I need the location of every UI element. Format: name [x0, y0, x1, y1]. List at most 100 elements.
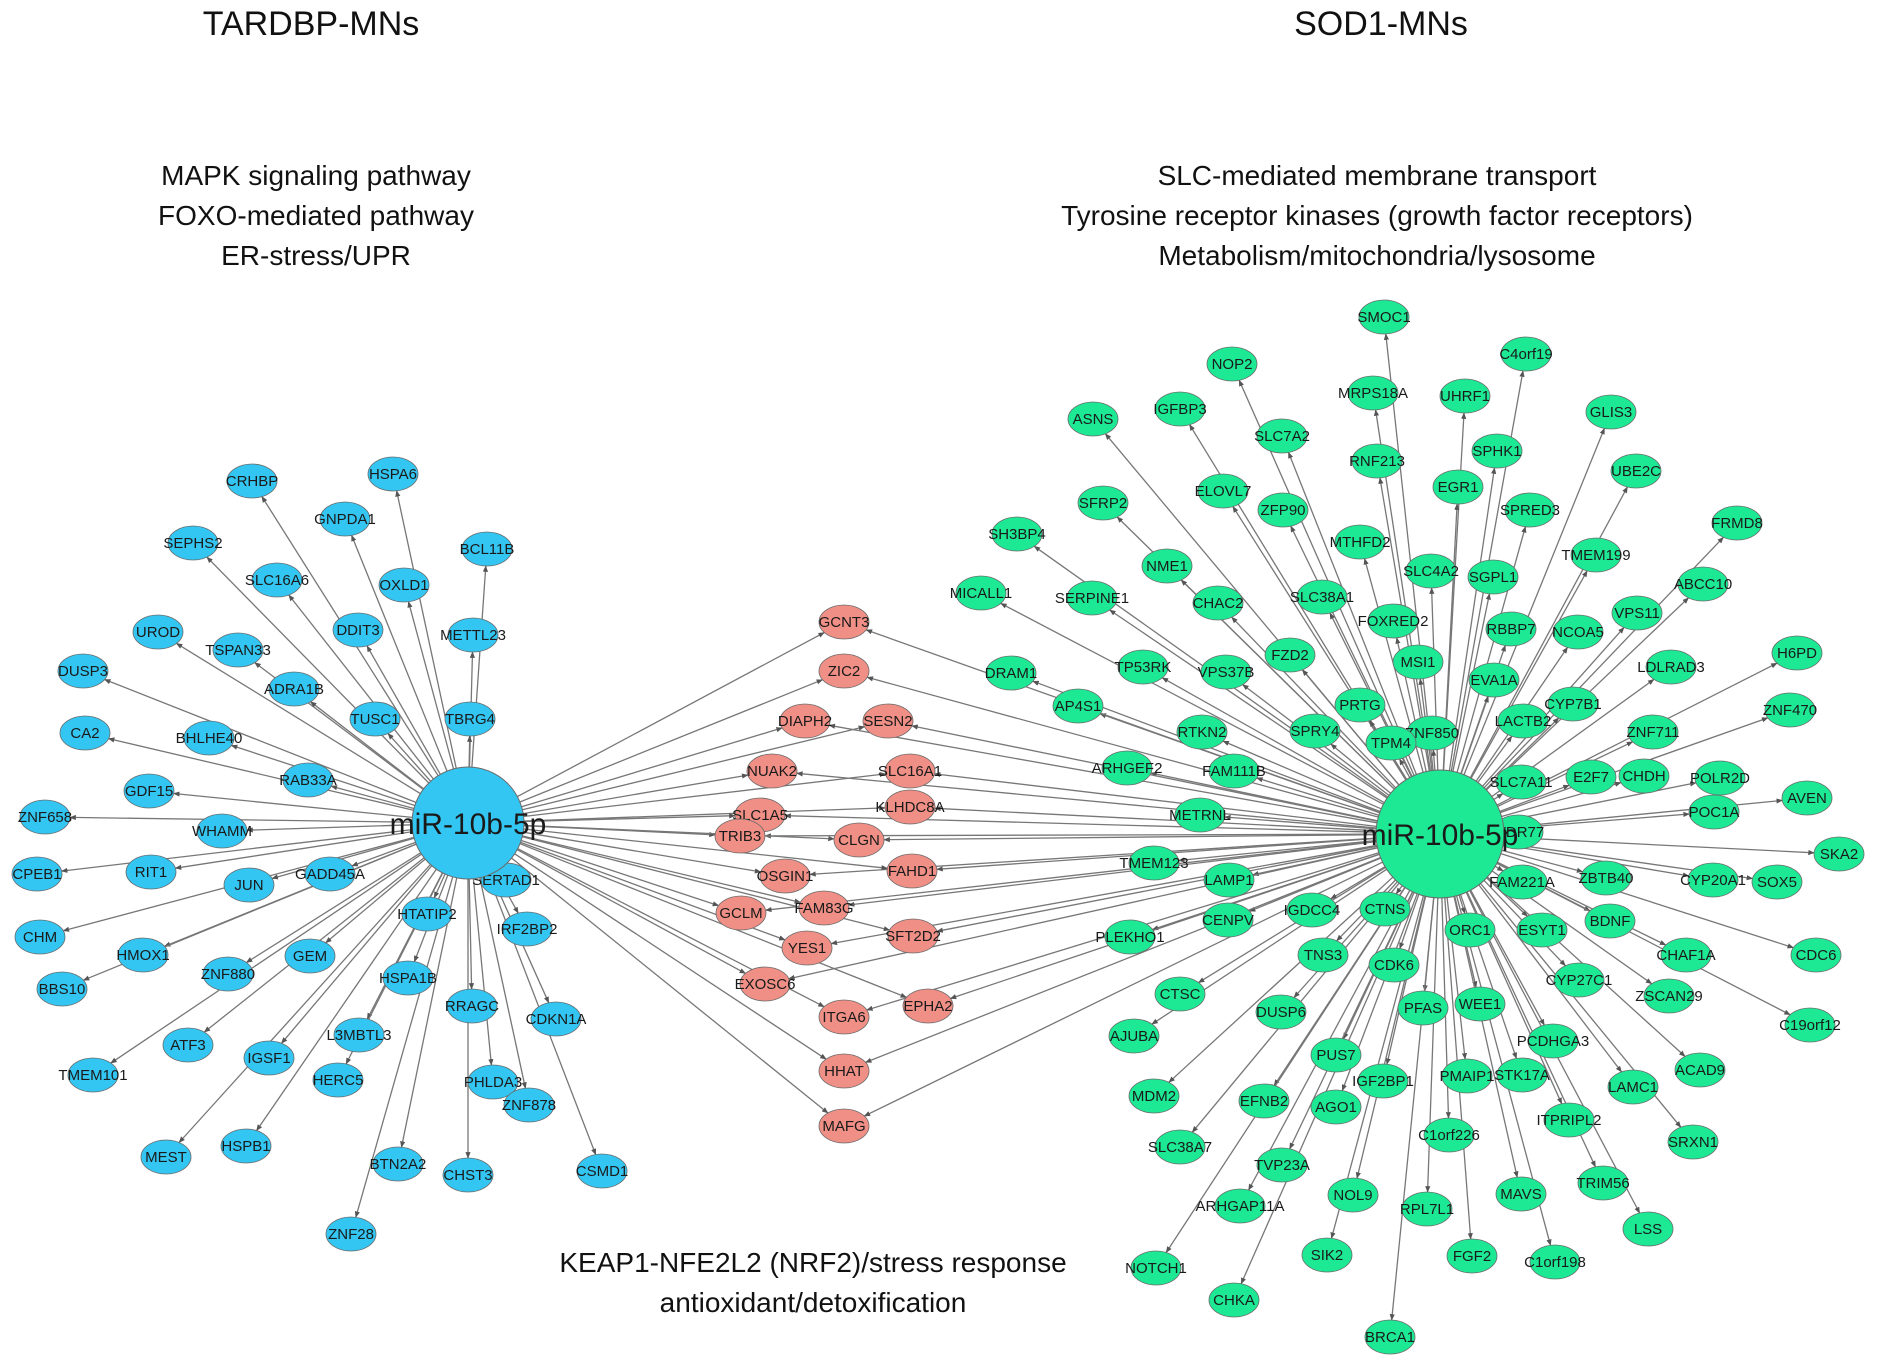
- gene-node-pus7[interactable]: PUS7: [1311, 1038, 1361, 1072]
- gene-node-abcc10[interactable]: ABCC10: [1674, 567, 1732, 601]
- gene-node-rtkn2[interactable]: RTKN2: [1177, 715, 1227, 749]
- gene-node-c4orf19[interactable]: C4orf19: [1499, 337, 1552, 371]
- gene-node-bdnf[interactable]: BDNF: [1585, 904, 1635, 938]
- gene-node-arhgap11a[interactable]: ARHGAP11A: [1196, 1189, 1285, 1223]
- gene-node-ca2[interactable]: CA2: [60, 716, 110, 750]
- gene-node-lss[interactable]: LSS: [1623, 1212, 1673, 1246]
- hub-node-left[interactable]: miR-10b-5p: [390, 767, 547, 879]
- gene-node-atf3[interactable]: ATF3: [163, 1028, 213, 1062]
- gene-node-znf470[interactable]: ZNF470: [1763, 693, 1817, 727]
- gene-node-poc1a[interactable]: POC1A: [1689, 795, 1740, 829]
- gene-node-rit1[interactable]: RIT1: [126, 855, 176, 889]
- gene-node-csmd1[interactable]: CSMD1: [576, 1154, 629, 1188]
- gene-node-sft2d2[interactable]: SFT2D2: [885, 919, 941, 953]
- gene-node-ap4s1[interactable]: AP4S1: [1053, 689, 1103, 723]
- gene-node-chm[interactable]: CHM: [15, 920, 65, 954]
- gene-node-fam83g[interactable]: FAM83G: [794, 891, 853, 925]
- gene-node-fam221a[interactable]: FAM221A: [1489, 865, 1555, 899]
- gene-node-l3mbtl3[interactable]: L3MBTL3: [326, 1018, 391, 1052]
- gene-node-chdh[interactable]: CHDH: [1619, 759, 1669, 793]
- gene-node-orc1[interactable]: ORC1: [1445, 913, 1495, 947]
- gene-node-vps37b[interactable]: VPS37B: [1198, 655, 1255, 689]
- gene-node-hhat[interactable]: HHAT: [819, 1054, 869, 1088]
- gene-node-gem[interactable]: GEM: [285, 939, 335, 973]
- gene-node-tpm4[interactable]: TPM4: [1366, 726, 1416, 760]
- gene-node-slc7a11[interactable]: SLC7A11: [1489, 765, 1552, 799]
- gene-node-fzd2[interactable]: FZD2: [1265, 638, 1315, 672]
- gene-node-c1orf198[interactable]: C1orf198: [1524, 1245, 1586, 1279]
- gene-node-slc38a1[interactable]: SLC38A1: [1290, 580, 1354, 614]
- gene-node-htatip2[interactable]: HTATIP2: [397, 897, 456, 931]
- gene-node-mdm2[interactable]: MDM2: [1129, 1079, 1179, 1113]
- gene-node-herc5[interactable]: HERC5: [313, 1063, 364, 1097]
- gene-node-sgpl1[interactable]: SGPL1: [1468, 560, 1518, 594]
- gene-node-sephs2[interactable]: SEPHS2: [163, 526, 222, 560]
- gene-node-tp53rk[interactable]: TP53RK: [1115, 650, 1172, 684]
- gene-node-e2f7[interactable]: E2F7: [1566, 760, 1616, 794]
- gene-node-polr2d[interactable]: POLR2D: [1690, 761, 1750, 795]
- gene-node-irf2bp2[interactable]: IRF2BP2: [497, 912, 558, 946]
- gene-node-gclm[interactable]: GCLM: [716, 896, 766, 930]
- gene-node-msi1[interactable]: MSI1: [1393, 645, 1443, 679]
- gene-node-nol9[interactable]: NOL9: [1328, 1178, 1378, 1212]
- gene-node-bbs10[interactable]: BBS10: [37, 972, 87, 1006]
- gene-node-clgn[interactable]: CLGN: [834, 823, 884, 857]
- gene-node-sik2[interactable]: SIK2: [1302, 1238, 1352, 1272]
- gene-node-znf658[interactable]: ZNF658: [18, 800, 72, 834]
- gene-node-prtg[interactable]: PRTG: [1335, 688, 1385, 722]
- gene-node-bhlhe40[interactable]: BHLHE40: [176, 721, 243, 755]
- gene-node-mafg[interactable]: MAFG: [819, 1109, 869, 1143]
- gene-node-mthfd2[interactable]: MTHFD2: [1330, 525, 1391, 559]
- gene-node-h6pd[interactable]: H6PD: [1772, 636, 1822, 670]
- gene-node-rnf213[interactable]: RNF213: [1349, 444, 1405, 478]
- gene-node-urod[interactable]: UROD: [133, 615, 183, 649]
- gene-node-glis3[interactable]: GLIS3: [1586, 395, 1636, 429]
- gene-node-acad9[interactable]: ACAD9: [1675, 1053, 1725, 1087]
- gene-node-lamc1[interactable]: LAMC1: [1608, 1070, 1658, 1104]
- gene-node-mavs[interactable]: MAVS: [1496, 1177, 1546, 1211]
- gene-node-tmem101[interactable]: TMEM101: [58, 1058, 127, 1092]
- gene-node-slc4a2[interactable]: SLC4A2: [1403, 554, 1459, 588]
- gene-node-asns[interactable]: ASNS: [1068, 402, 1118, 436]
- gene-node-ncoa5[interactable]: NCOA5: [1552, 615, 1604, 649]
- gene-node-nop2[interactable]: NOP2: [1207, 347, 1257, 381]
- gene-node-cyp27c1[interactable]: CYP27C1: [1546, 963, 1613, 997]
- gene-node-lamp1[interactable]: LAMP1: [1204, 863, 1254, 897]
- gene-node-spred3[interactable]: SPRED3: [1500, 493, 1560, 527]
- gene-node-chst3[interactable]: CHST3: [443, 1158, 493, 1192]
- gene-node-egr1[interactable]: EGR1: [1433, 470, 1483, 504]
- gene-node-tmem199[interactable]: TMEM199: [1561, 538, 1630, 572]
- gene-node-tusc1[interactable]: TUSC1: [350, 702, 400, 736]
- gene-node-ska2[interactable]: SKA2: [1814, 837, 1864, 871]
- gene-node-znf28[interactable]: ZNF28: [326, 1217, 376, 1251]
- gene-node-chaf1a[interactable]: CHAF1A: [1656, 938, 1715, 972]
- gene-node-crhbp[interactable]: CRHBP: [226, 464, 279, 498]
- gene-node-esyt1[interactable]: ESYT1: [1517, 913, 1567, 947]
- gene-node-tbrg4[interactable]: TBRG4: [445, 702, 495, 736]
- gene-node-smoc1[interactable]: SMOC1: [1357, 300, 1410, 334]
- gene-node-hspa1b[interactable]: HSPA1B: [379, 961, 437, 995]
- gene-node-chac2[interactable]: CHAC2: [1193, 586, 1244, 620]
- gene-node-elovl7[interactable]: ELOVL7: [1195, 474, 1252, 508]
- gene-node-gcnt3[interactable]: GCNT3: [819, 605, 870, 639]
- gene-node-uhrf1[interactable]: UHRF1: [1440, 379, 1490, 413]
- gene-node-tvp23a[interactable]: TVP23A: [1254, 1148, 1310, 1182]
- gene-node-c1orf226[interactable]: C1orf226: [1418, 1118, 1480, 1152]
- gene-node-yes1[interactable]: YES1: [782, 931, 832, 965]
- gene-node-dusp3[interactable]: DUSP3: [58, 654, 108, 688]
- gene-node-chka[interactable]: CHKA: [1209, 1283, 1259, 1317]
- gene-node-jun[interactable]: JUN: [224, 868, 274, 902]
- gene-node-igsf1[interactable]: IGSF1: [244, 1041, 294, 1075]
- gene-node-sesn2[interactable]: SESN2: [863, 704, 913, 738]
- gene-node-aven[interactable]: AVEN: [1782, 781, 1832, 815]
- gene-node-notch1[interactable]: NOTCH1: [1125, 1251, 1187, 1285]
- gene-node-mettl23[interactable]: METTL23: [440, 618, 506, 652]
- gene-node-slc16a1[interactable]: SLC16A1: [878, 754, 942, 788]
- gene-node-ldlrad3[interactable]: LDLRAD3: [1637, 650, 1705, 684]
- gene-node-pfas[interactable]: PFAS: [1398, 991, 1448, 1025]
- gene-node-stk17a[interactable]: STK17A: [1494, 1058, 1550, 1092]
- gene-node-oxld1[interactable]: OXLD1: [379, 568, 429, 602]
- gene-node-dram1[interactable]: DRAM1: [985, 656, 1038, 690]
- gene-node-znf711[interactable]: ZNF711: [1626, 715, 1679, 749]
- gene-node-sox5[interactable]: SOX5: [1752, 865, 1802, 899]
